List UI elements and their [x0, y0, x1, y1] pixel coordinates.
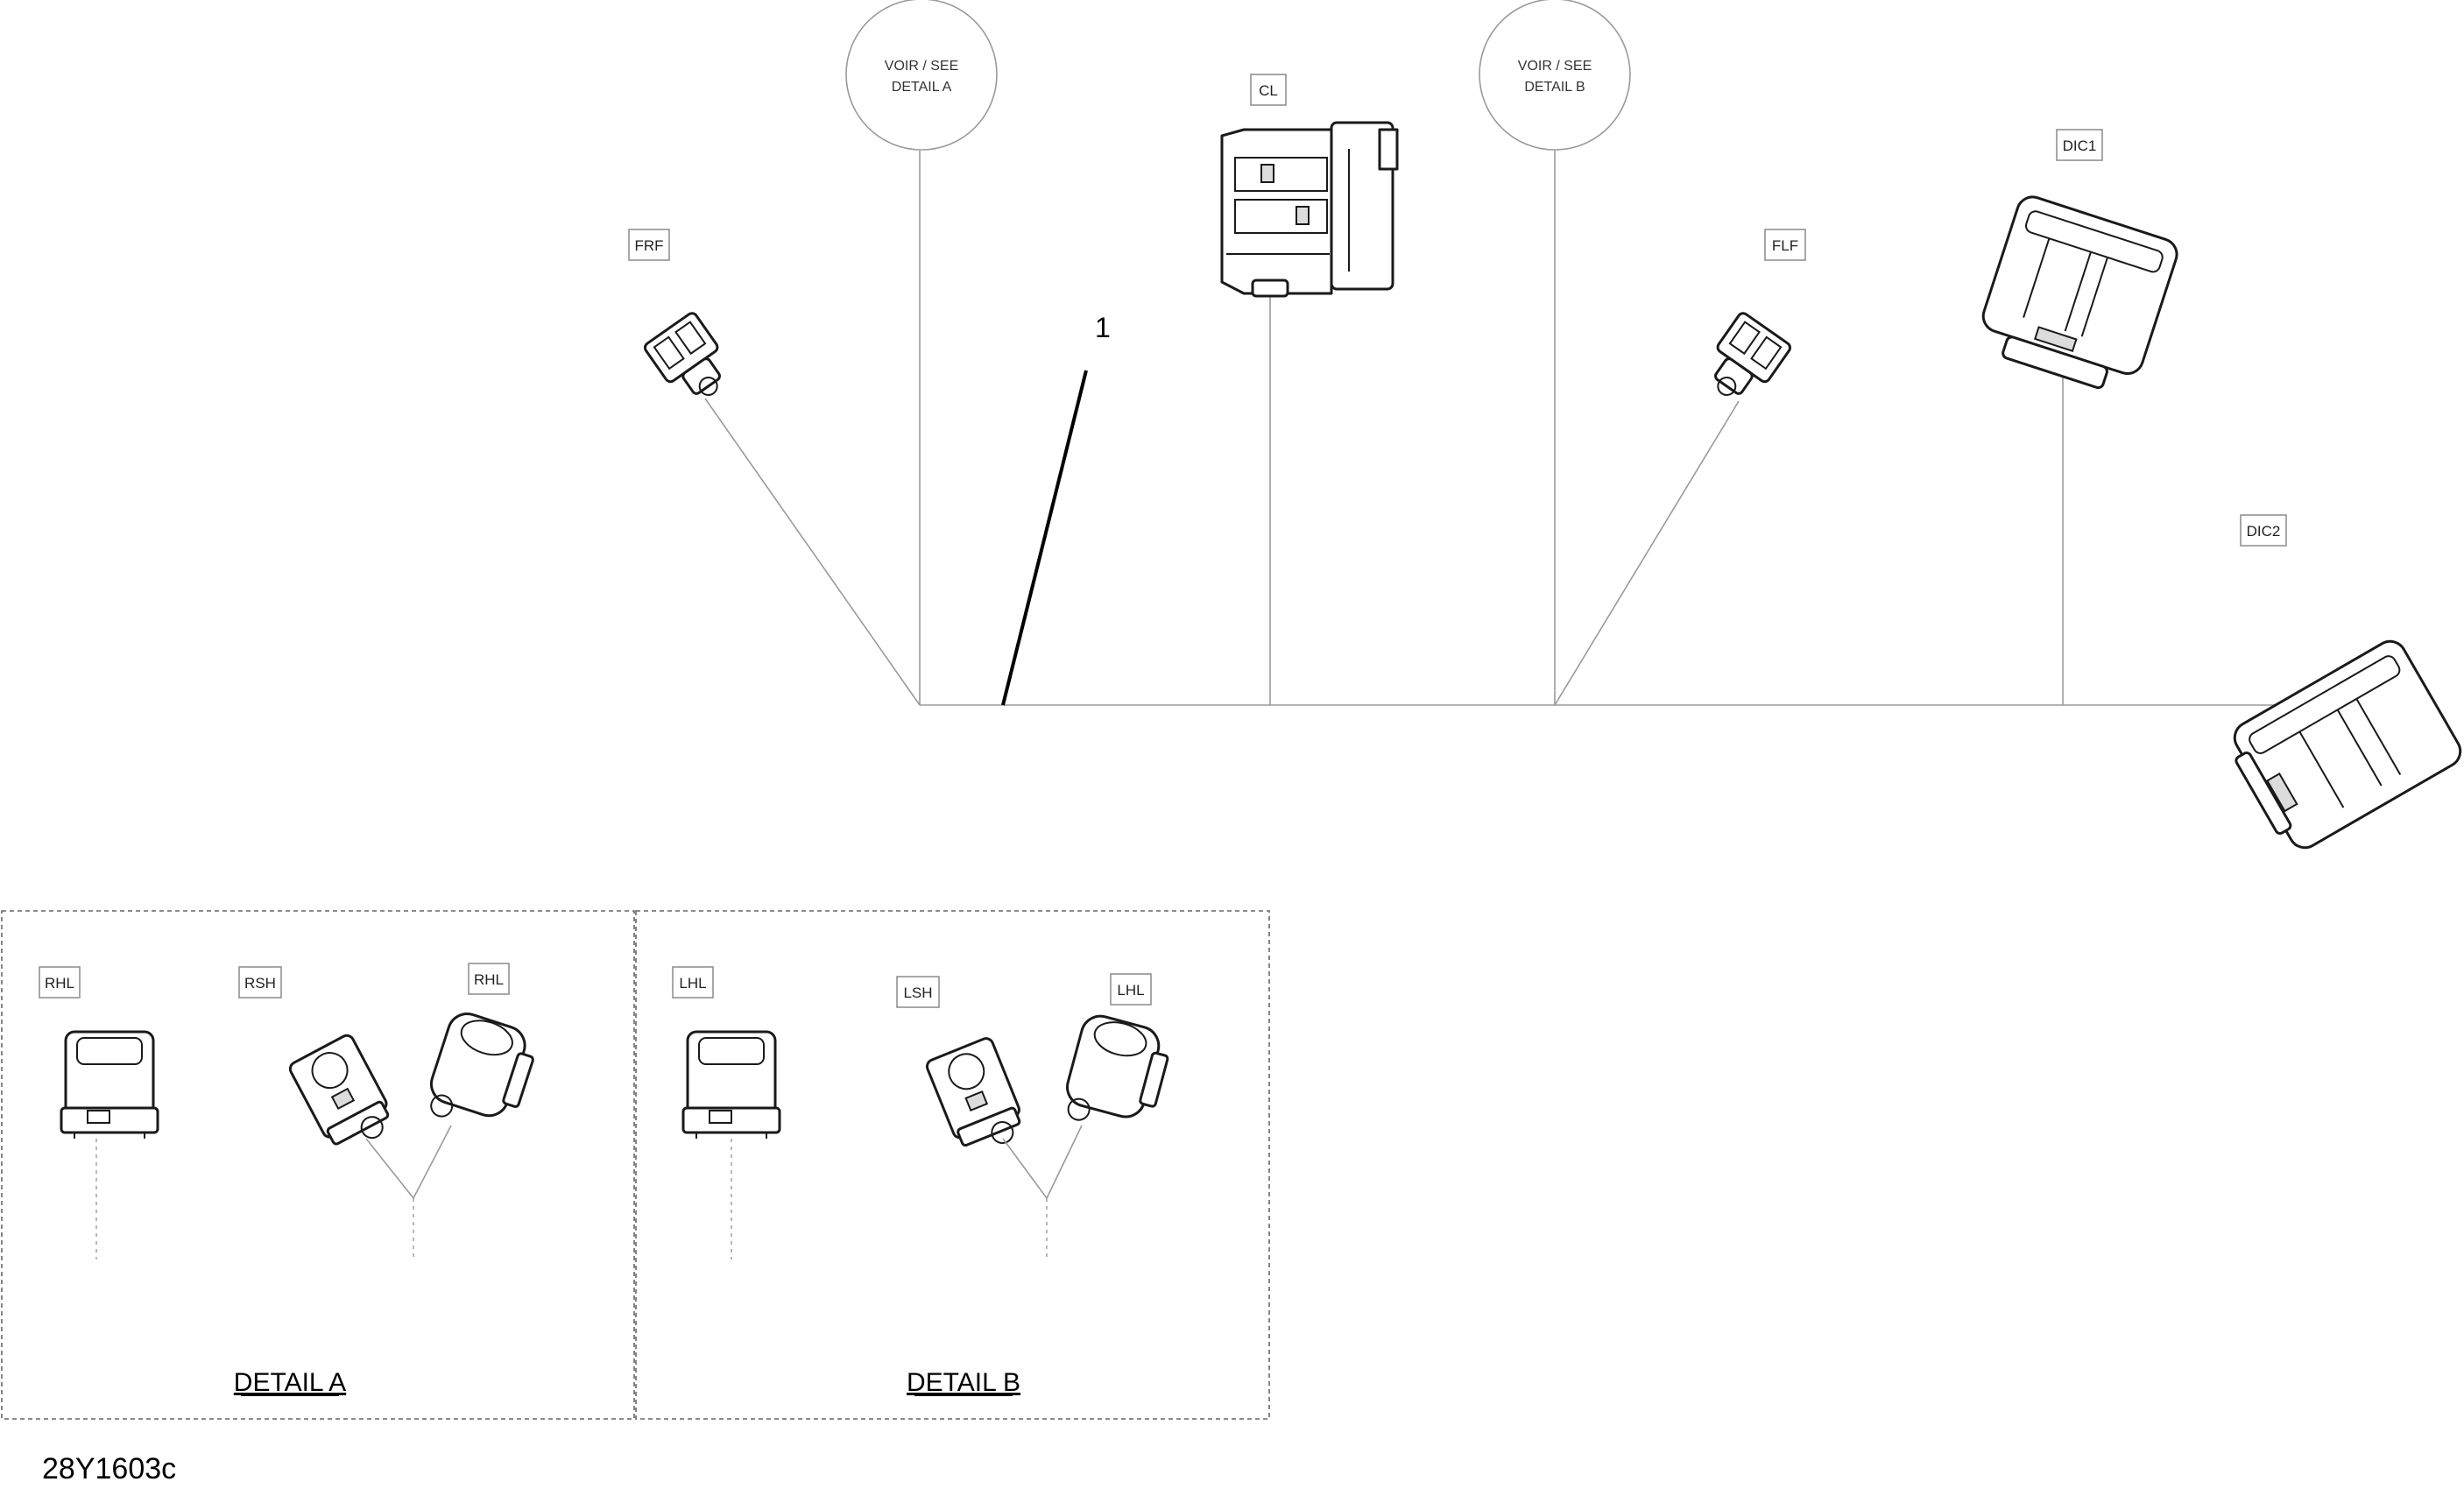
svg-text:DIC1: DIC1: [2063, 138, 2097, 154]
see-detail-b-line1: VOIR / SEE: [1518, 59, 1592, 74]
svg-text:RHL: RHL: [474, 971, 504, 988]
detail-a-label-1: RHL: [39, 966, 81, 999]
detail-b-lhl-connector-angled-icon: [1066, 1014, 1169, 1121]
branch-frf: [704, 398, 921, 706]
detail-a-wire-3: [413, 1125, 452, 1199]
svg-text:LSH: LSH: [903, 984, 932, 1001]
detail-a-rhl-connector-angled-icon: [429, 1013, 534, 1118]
see-detail-a-line1: VOIR / SEE: [885, 59, 958, 74]
detail-b-title: DETAIL B: [907, 1368, 1020, 1397]
see-detail-a-line2: DETAIL A: [892, 80, 952, 95]
svg-text:LHL: LHL: [679, 975, 706, 991]
dic1-connector-icon: [1981, 195, 2178, 390]
connector-label-dic2: DIC2: [2240, 514, 2287, 547]
dic2-connector-icon: [2233, 639, 2462, 850]
detail-a-label-3: RHL: [468, 963, 510, 995]
connector-label-cl: CL: [1250, 74, 1287, 106]
detail-b-frame: [635, 910, 1270, 1420]
harness-wires: [704, 151, 2277, 706]
svg-text:DIC2: DIC2: [2247, 523, 2281, 540]
branch-flf: [1554, 400, 1740, 706]
svg-text:FRF: FRF: [634, 237, 663, 254]
reference-code: 28Y1603c: [42, 1452, 176, 1485]
svg-text:RSH: RSH: [244, 975, 276, 991]
see-detail-a-circle: VOIR / SEE DETAIL A: [845, 0, 998, 151]
detail-b-wire-3: [1046, 1125, 1083, 1199]
detail-b-lsh-connector-icon: [925, 1037, 1021, 1147]
detail-b-wire-2: [1002, 1138, 1048, 1199]
callout-leader: [1001, 370, 1088, 706]
detail-b-label-3: LHL: [1110, 973, 1152, 1006]
see-detail-b-line2: DETAIL B: [1524, 80, 1585, 95]
see-detail-b-circle: VOIR / SEE DETAIL B: [1479, 0, 1631, 151]
svg-text:LHL: LHL: [1117, 982, 1144, 999]
detail-b-label-2: LSH: [896, 976, 940, 1008]
detail-a-wire-2: [365, 1138, 414, 1199]
connector-label-flf: FLF: [1764, 229, 1806, 261]
svg-text:FLF: FLF: [1772, 237, 1798, 254]
connector-label-frf: FRF: [628, 229, 670, 261]
detail-a-label-2: RSH: [238, 966, 282, 999]
detail-a-rsh-connector-icon: [288, 1034, 390, 1146]
detail-a-rhl-connector-front-icon: [60, 1030, 159, 1139]
flf-connector-icon: [1714, 312, 1792, 396]
connector-label-dic1: DIC1: [2056, 129, 2103, 161]
detail-b-lhl-connector-front-icon: [681, 1030, 781, 1139]
detail-a-frame: [1, 910, 635, 1420]
detail-a-title: DETAIL A: [234, 1368, 346, 1397]
svg-text:RHL: RHL: [45, 975, 74, 991]
cl-connector-icon: [1220, 121, 1399, 298]
detail-b-label-1: LHL: [672, 966, 714, 999]
frf-connector-icon: [643, 312, 721, 396]
callout-number: 1: [1095, 312, 1111, 343]
svg-text:CL: CL: [1259, 82, 1278, 99]
